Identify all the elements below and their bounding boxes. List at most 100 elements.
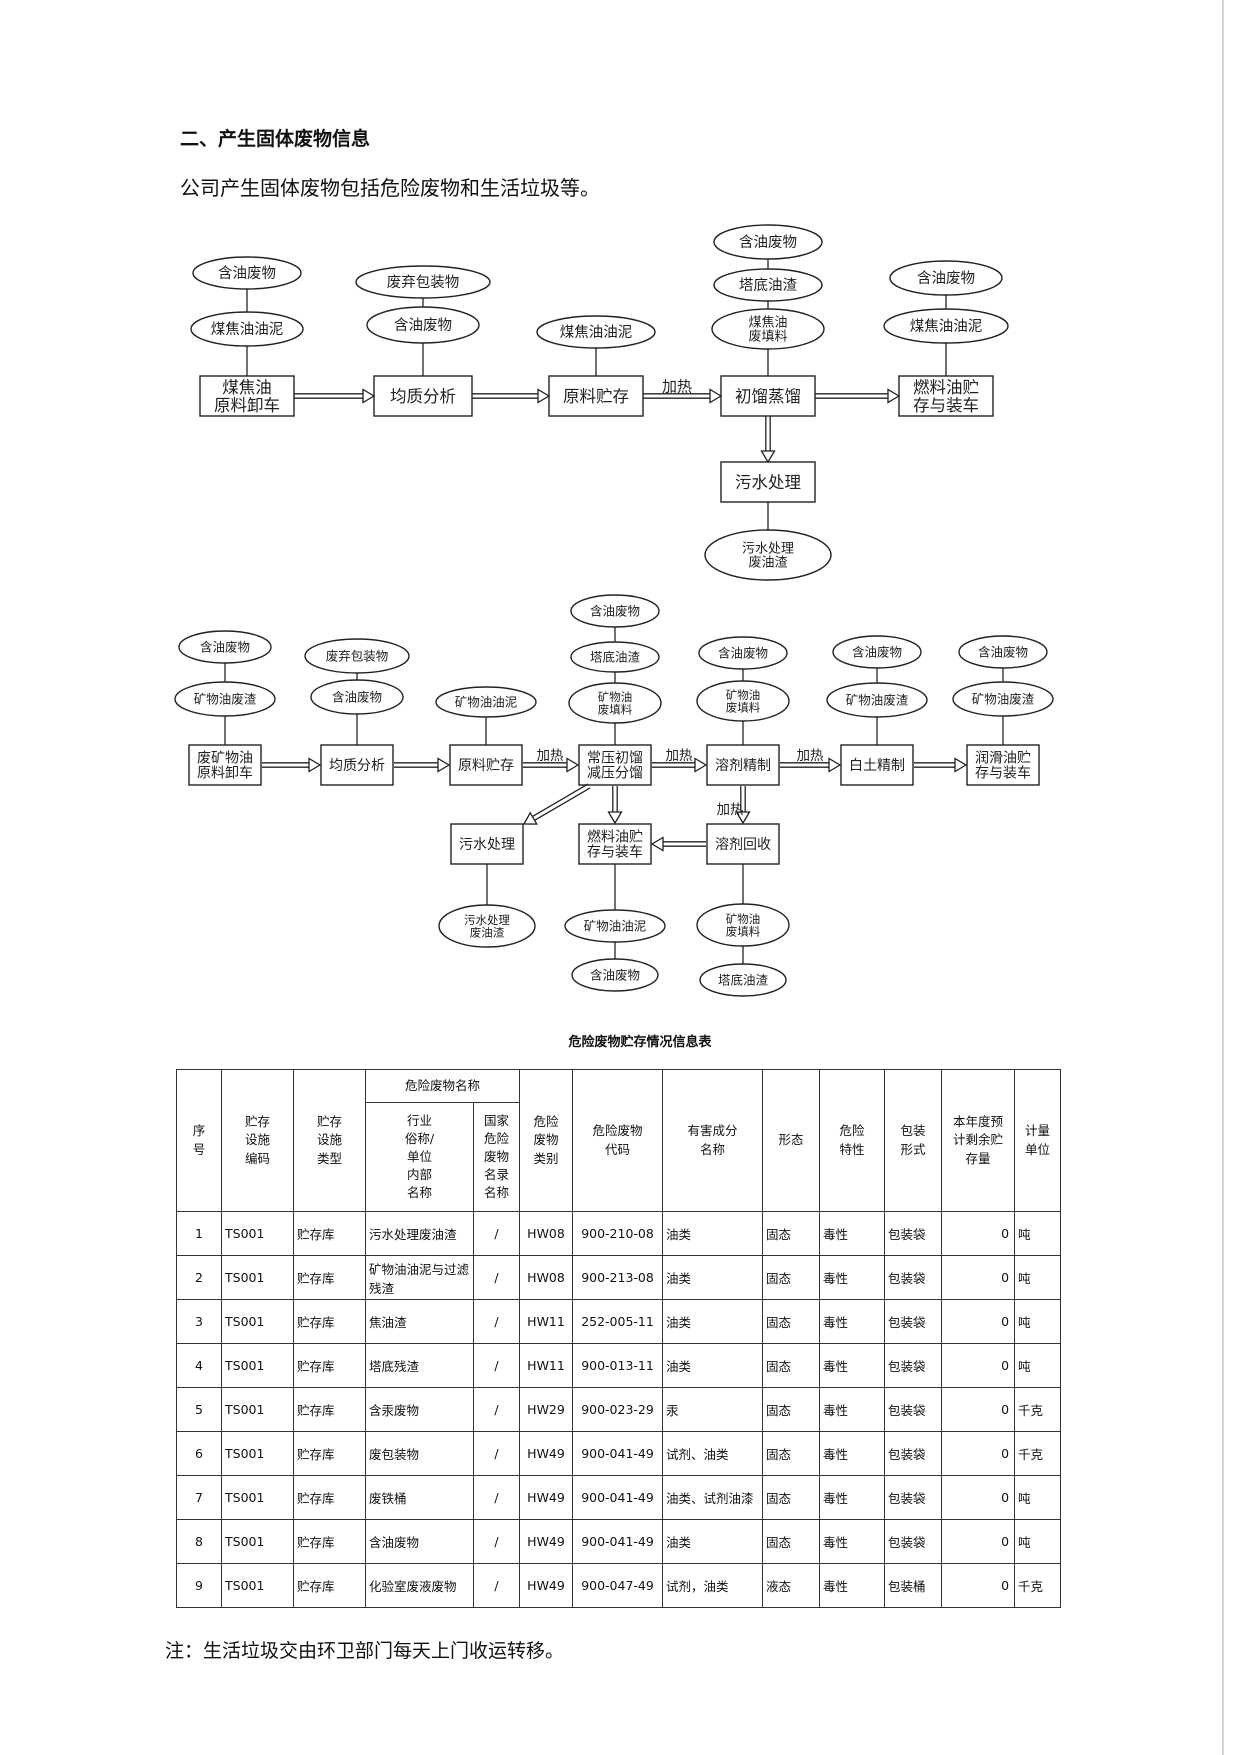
flow-arrow-store-distill <box>523 757 580 773</box>
waste-label-w_sewage_1: 污水处理废油渣 <box>742 542 794 571</box>
waste-ellipse-w_lube_1 <box>958 635 1048 669</box>
cell-remaining: 0 <box>941 1431 1016 1476</box>
process-box-recover <box>706 823 780 865</box>
cell-form: 液态 <box>762 1563 821 1608</box>
waste-ellipse-w_homog_2 <box>310 679 404 715</box>
cell-property: 毒性 <box>819 1519 886 1564</box>
cell-remaining: 0 <box>941 1519 1016 1564</box>
cell-package: 包装桶 <box>884 1563 943 1608</box>
cell-form: 固态 <box>762 1343 821 1388</box>
cell-seq: 2 <box>176 1255 222 1300</box>
process-label-clay: 白土精制 <box>849 758 905 774</box>
cell-code: 900-041-49 <box>572 1431 664 1476</box>
cell-component: 汞 <box>662 1387 764 1432</box>
cell-component: 油类 <box>662 1299 764 1344</box>
cell-unit: 千克 <box>1014 1431 1062 1476</box>
cell-category: HW49 <box>519 1563 574 1608</box>
cell-component: 试剂、油类 <box>662 1431 764 1476</box>
cell-package: 包装袋 <box>884 1387 943 1432</box>
cell-category: HW11 <box>519 1343 574 1388</box>
cell-category: HW08 <box>519 1255 574 1300</box>
cell-code: 900-213-08 <box>572 1255 664 1300</box>
waste-ellipse-w_lube_2 <box>952 681 1054 717</box>
cell-unit: 吨 <box>1014 1343 1062 1388</box>
flow-arrow-homog-store <box>394 757 451 773</box>
cell-package: 包装袋 <box>884 1431 943 1476</box>
cell-industry-name: 含汞废物 <box>365 1387 474 1432</box>
process-label-distill: 常压初馏减压分馏 <box>587 749 643 781</box>
cell-seq: 8 <box>176 1519 222 1564</box>
cell-seq: 6 <box>176 1431 222 1476</box>
cell-national-name: / <box>472 1563 521 1608</box>
process-box-lube <box>966 744 1040 786</box>
scan-edge <box>1222 0 1224 1755</box>
cell-form: 固态 <box>762 1431 821 1476</box>
cell-industry-name: 污水处理废油渣 <box>365 1211 474 1256</box>
th-code: 危险废物代码 <box>572 1069 664 1212</box>
cell-component: 油类 <box>662 1519 764 1564</box>
flow-arrow-homog-store <box>472 388 551 404</box>
waste-ellipse-w_fuel_1 <box>564 909 666 943</box>
flow-arrow-unload-homog <box>294 388 376 404</box>
waste-ellipse-w_recover_2 <box>699 963 787 997</box>
cell-remaining: 0 <box>941 1211 1016 1256</box>
th-name-group: 危险废物名称 <box>364 1069 521 1103</box>
cell-facility-code: TS001 <box>221 1255 294 1300</box>
hazardous-waste-table: 序号 贮存设施编码 贮存设施类型 危险废物名称 危险废物类别 危险废物代码 有害… <box>176 1069 1062 1608</box>
cell-code: 900-023-29 <box>572 1387 664 1432</box>
waste-ellipse-w_unload_1 <box>178 630 272 664</box>
waste-ellipse-w_clay_2 <box>826 682 928 718</box>
cell-remaining: 0 <box>941 1299 1016 1344</box>
waste-label-w_homog_2: 含油废物 <box>332 690 382 705</box>
process-label-solvent: 溶剂精制 <box>715 758 771 774</box>
cell-form: 固态 <box>762 1211 821 1256</box>
th-form: 形态 <box>762 1069 821 1212</box>
process-box-store <box>449 744 523 786</box>
waste-ellipse-w_distill_1 <box>570 594 660 628</box>
waste-ellipse-w_solvent_2 <box>696 680 790 722</box>
cell-industry-name: 废包装物 <box>365 1431 474 1476</box>
cell-property: 毒性 <box>819 1211 886 1256</box>
cell-industry-name: 塔底残渣 <box>365 1343 474 1388</box>
waste-ellipse-w_clay_1 <box>832 635 922 669</box>
cell-code: 900-047-49 <box>572 1563 664 1608</box>
cell-industry-name: 废铁桶 <box>365 1475 474 1520</box>
cell-seq: 5 <box>176 1387 222 1432</box>
cell-facility-type: 贮存库 <box>293 1211 366 1256</box>
process-label-distill: 初馏蒸馏 <box>735 387 801 406</box>
edge-label-heat: 加热 <box>666 748 694 764</box>
waste-mineral-oil-process-diagram: 含油废物矿物油废渣废弃包装物含油废物矿物油油泥含油废物塔底油渣矿物油废填料含油废… <box>174 594 1054 997</box>
process-box-distill <box>720 375 816 417</box>
process-label-fuel: 燃料油贮存与装车 <box>587 828 643 860</box>
waste-ellipse-w_store_1 <box>435 686 537 718</box>
cell-facility-code: TS001 <box>221 1211 294 1256</box>
flow-arrow-distill-sewage <box>522 783 591 825</box>
process-box-store <box>548 375 644 417</box>
waste-label-w_distill_2: 塔底油渣 <box>590 650 641 665</box>
cell-industry-name: 化验室废液废物 <box>365 1563 474 1608</box>
cell-code: 900-013-11 <box>572 1343 664 1388</box>
waste-ellipse-w_fuel_2 <box>883 308 1009 344</box>
cell-package: 包装袋 <box>884 1299 943 1344</box>
flow-arrow-distill-fuel <box>607 786 623 825</box>
waste-label-w_unload_2: 煤焦油油泥 <box>211 321 284 338</box>
waste-label-w_distill_3: 矿物油废填料 <box>598 690 633 716</box>
cell-code: 900-210-08 <box>572 1211 664 1256</box>
waste-label-w_distill_1: 含油废物 <box>590 604 640 619</box>
edge-label-heat: 加热 <box>717 802 745 818</box>
process-box-unload <box>188 744 262 786</box>
waste-ellipse-w_sewage_1 <box>438 904 536 948</box>
waste-ellipse-w_distill_1 <box>713 224 823 260</box>
cell-facility-type: 贮存库 <box>293 1255 366 1300</box>
th-facility-type: 贮存设施类型 <box>293 1069 366 1212</box>
cell-facility-code: TS001 <box>221 1299 294 1344</box>
th-package: 包装形式 <box>884 1069 943 1212</box>
waste-label-w_distill_3: 煤焦油废填料 <box>748 316 787 345</box>
cell-property: 毒性 <box>819 1431 886 1476</box>
cell-category: HW49 <box>519 1475 574 1520</box>
